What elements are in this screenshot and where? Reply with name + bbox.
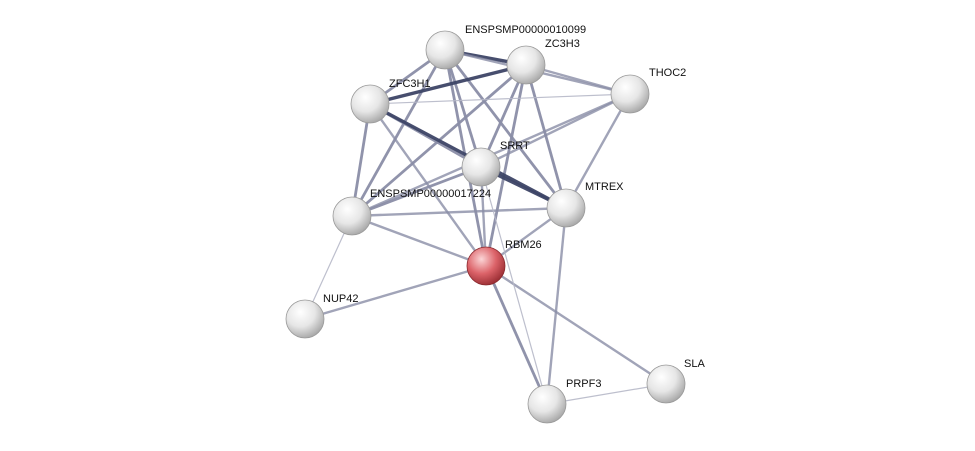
node-circle[interactable] [332, 196, 372, 236]
node-circle[interactable] [466, 246, 506, 286]
node-thoc2[interactable]: THOC2 [610, 67, 686, 114]
node-label: ENSPSMP00000010099 [465, 24, 586, 36]
node-label: ZC3H3 [545, 38, 580, 50]
node-label: SLA [684, 358, 705, 370]
node-circle[interactable] [285, 299, 325, 339]
edge-prpf3-sla [546, 383, 667, 405]
edge-thoc2-mtrex [564, 93, 632, 209]
edge-rbm26-prpf3 [484, 265, 549, 405]
node-enspsmp00000017224[interactable]: ENSPSMP00000017224 [332, 188, 491, 236]
node-circle[interactable] [546, 188, 586, 228]
node-label: NUP42 [323, 293, 358, 305]
edge-zc3h3-zfc3h1 [369, 63, 527, 106]
node-label: RBM26 [505, 239, 542, 251]
edge-enspsmp00000010099-mtrex [443, 49, 568, 209]
node-srrt[interactable]: SRRT [461, 140, 530, 187]
node-circle[interactable] [506, 45, 546, 85]
node-label: PRPF3 [566, 378, 601, 390]
node-label: ZFC3H1 [389, 78, 431, 90]
node-rbm26[interactable]: RBM26 [466, 239, 542, 286]
node-label: ENSPSMP00000017224 [370, 188, 491, 200]
edge-enspsmp00000017224-rbm26 [351, 214, 487, 268]
edge-mtrex-prpf3 [545, 207, 568, 405]
edge-layer [304, 48, 667, 405]
node-mtrex[interactable]: MTREX [546, 181, 624, 228]
node-circle[interactable] [646, 364, 686, 404]
node-circle[interactable] [425, 30, 465, 70]
node-zc3h3[interactable]: ZC3H3 [506, 38, 580, 85]
edge-srrt-prpf3 [480, 166, 548, 405]
edge-enspsmp00000010099-srrt [443, 49, 483, 168]
edge-zfc3h1-rbm26 [369, 103, 487, 267]
node-circle[interactable] [350, 84, 390, 124]
edge-rbm26-sla [485, 264, 667, 386]
node-circle[interactable] [527, 384, 567, 424]
node-nup42[interactable]: NUP42 [285, 293, 358, 339]
node-prpf3[interactable]: PRPF3 [527, 378, 601, 424]
edge-mtrex-enspsmp00000017224 [351, 206, 567, 218]
node-zfc3h1[interactable]: ZFC3H1 [350, 78, 431, 124]
node-label: THOC2 [649, 67, 686, 79]
edge-enspsmp00000010099-enspsmp00000017224 [350, 49, 447, 217]
node-sla[interactable]: SLA [646, 358, 705, 404]
node-enspsmp00000010099[interactable]: ENSPSMP00000010099 [425, 24, 586, 70]
node-label: SRRT [500, 140, 530, 152]
node-label: MTREX [585, 181, 624, 193]
edge-rbm26-nup42 [304, 264, 487, 321]
node-circle[interactable] [610, 74, 650, 114]
edge-srrt-enspsmp00000017224 [351, 165, 482, 218]
edge-zc3h3-mtrex [524, 64, 568, 209]
edge-zfc3h1-thoc2 [369, 93, 631, 105]
node-circle[interactable] [461, 147, 501, 187]
